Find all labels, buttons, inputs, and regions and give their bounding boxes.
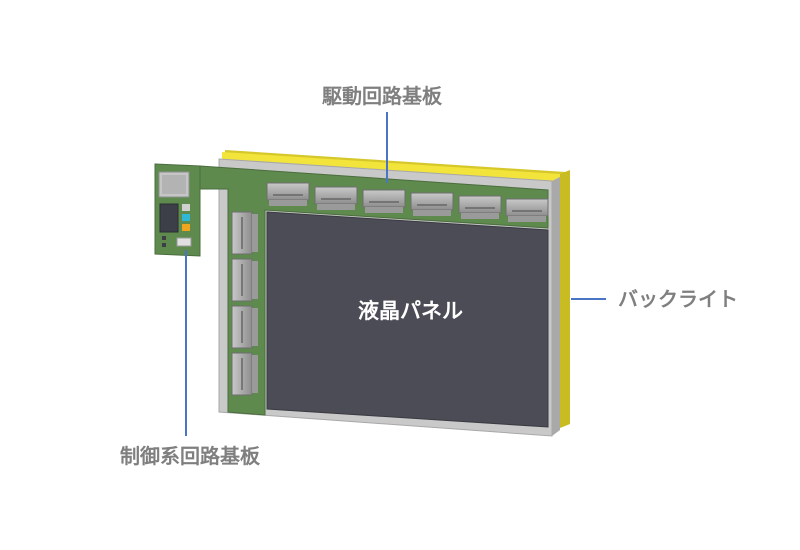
control-board-label: 制御系回路基板 <box>120 444 260 468</box>
leader-lines <box>185 112 606 436</box>
driver-board-label: 駆動回路基板 <box>322 84 442 108</box>
backlight-label: バックライト <box>618 287 738 311</box>
top-driver-ics <box>266 182 549 222</box>
control-pcb <box>154 163 201 257</box>
lcd-panel-label: 液晶パネル <box>358 299 463 323</box>
lcd-panel <box>266 211 549 428</box>
left-driver-ics <box>231 211 258 396</box>
